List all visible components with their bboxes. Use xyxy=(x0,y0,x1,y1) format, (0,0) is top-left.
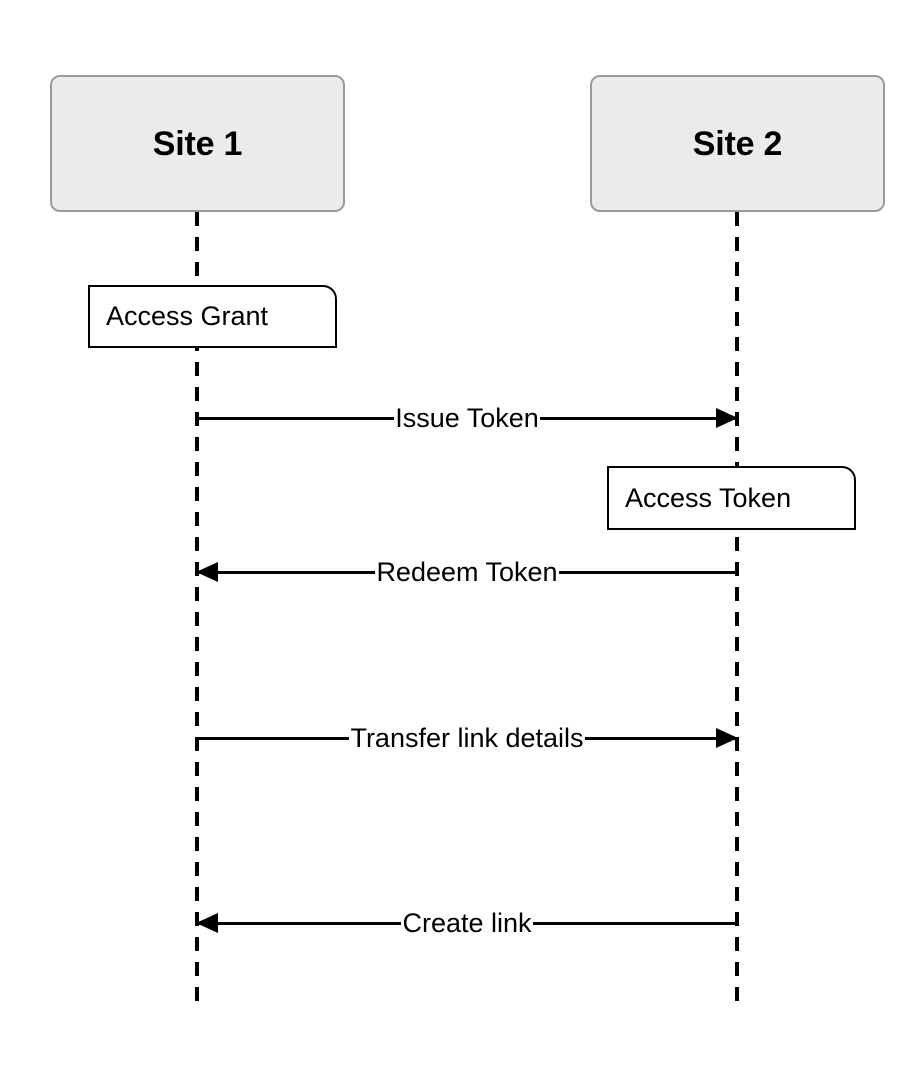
message-issue-token[interactable]: Issue Token xyxy=(197,398,738,438)
lifeline-site2 xyxy=(735,212,739,1007)
participant-site2[interactable]: Site 2 xyxy=(590,75,885,212)
arrowhead-left-icon xyxy=(196,913,218,933)
message-create-link-label: Create link xyxy=(401,907,533,939)
arrowhead-right-icon xyxy=(716,728,738,748)
message-redeem-token[interactable]: Redeem Token xyxy=(196,552,737,592)
participant-site1-label: Site 1 xyxy=(152,124,243,163)
arrowhead-right-icon xyxy=(716,408,738,428)
message-transfer-link-details[interactable]: Transfer link details xyxy=(197,718,738,758)
arrowhead-left-icon xyxy=(196,562,218,582)
message-issue-token-label: Issue Token xyxy=(394,402,540,434)
message-transfer-link-details-label: Transfer link details xyxy=(349,722,585,754)
message-create-link[interactable]: Create link xyxy=(196,903,737,943)
note-access-grant[interactable]: Access Grant xyxy=(88,285,337,348)
note-access-grant-label: Access Grant xyxy=(106,301,269,331)
note-access-token-label: Access Token xyxy=(625,482,792,513)
participant-site2-label: Site 2 xyxy=(692,124,783,163)
participant-site1[interactable]: Site 1 xyxy=(50,75,345,212)
lifeline-site1 xyxy=(195,212,199,1007)
message-redeem-token-label: Redeem Token xyxy=(375,556,559,588)
note-access-token[interactable]: Access Token xyxy=(607,466,856,530)
